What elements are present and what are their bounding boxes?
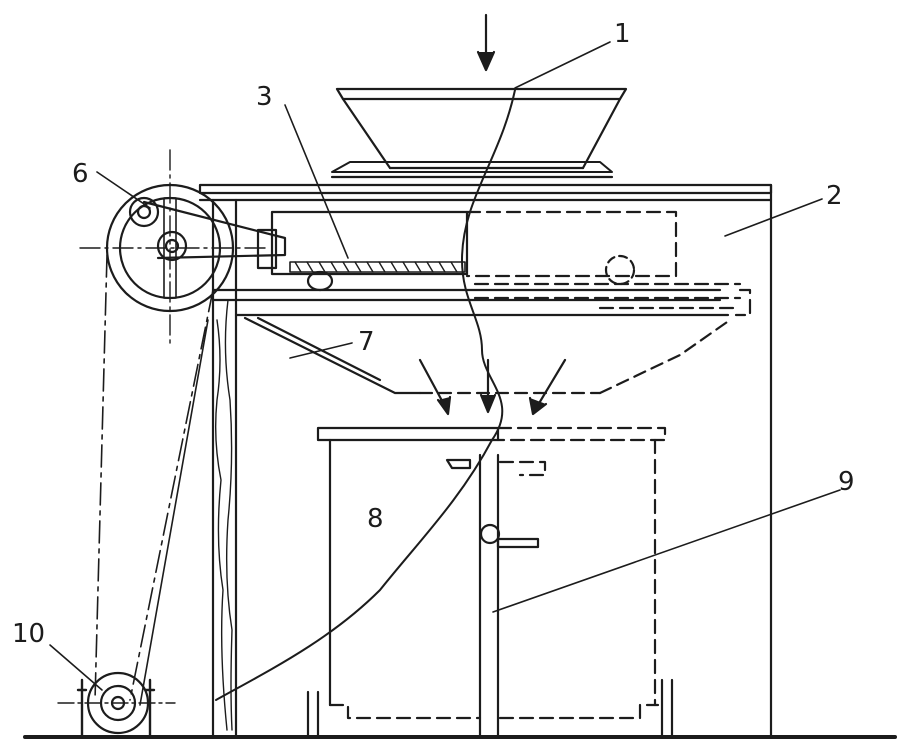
leader-lines xyxy=(49,41,841,691)
belt-drive xyxy=(94,254,214,706)
material-stream xyxy=(215,89,516,701)
callout-1: 1 xyxy=(614,19,631,49)
callout-7: 7 xyxy=(358,327,375,357)
flow-arrows xyxy=(418,358,567,416)
collection-bin xyxy=(306,426,540,739)
screw-feeder xyxy=(256,210,469,292)
hopper xyxy=(330,87,628,179)
chute xyxy=(243,316,732,395)
feeder-hidden-lines xyxy=(465,210,752,317)
callout-9: 9 xyxy=(838,467,855,497)
motor xyxy=(57,671,176,737)
callout-10: 10 xyxy=(12,619,45,649)
callouts: 1 2 3 6 7 8 9 10 xyxy=(12,19,855,649)
callout-2: 2 xyxy=(826,181,843,211)
main-housing xyxy=(198,183,773,739)
bin-hidden-lines xyxy=(328,426,674,739)
callout-6: 6 xyxy=(72,159,89,189)
callout-3: 3 xyxy=(256,82,273,112)
inflow-arrow xyxy=(476,13,496,72)
wheel-centerlines xyxy=(79,149,271,346)
callout-8: 8 xyxy=(367,504,384,534)
